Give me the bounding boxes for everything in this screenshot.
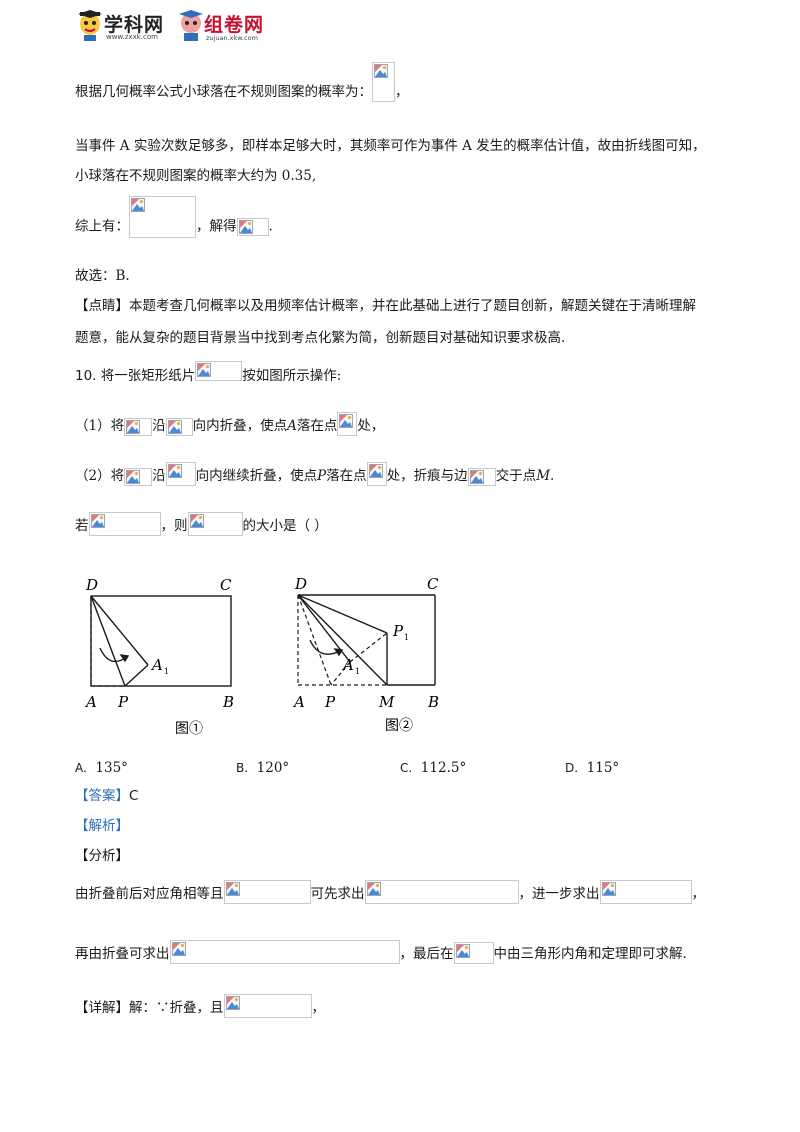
figure-1-caption: 图① [175, 721, 203, 737]
label-C: C [220, 576, 232, 594]
text-line: 若，则的大小是（ ） [75, 511, 328, 536]
text-line: 根据几何概率公式小球落在不规则图案的概率为：， [75, 61, 409, 102]
answer-label: 【答案】 [75, 788, 129, 804]
option-b[interactable]: B. 120° [236, 760, 290, 776]
figure-2-caption: 图② [385, 718, 413, 734]
text-line: 故选：B. [75, 268, 130, 284]
formula-image [453, 941, 494, 964]
formula-image [236, 218, 269, 236]
label-A1: A [150, 656, 163, 674]
figure-1: D C A P B A 1 图① [84, 576, 234, 737]
figure-2: D C A P M B A 1 P 1 图② [292, 575, 439, 734]
label-P1: P [392, 622, 404, 640]
answer-value: C [129, 788, 139, 804]
answer-line: 【答案】C [75, 786, 138, 806]
formula-image [195, 360, 243, 381]
logo1-text: 学科网 [104, 14, 165, 36]
text-line: 小球落在不规则图案的概率大约为 0.35, [75, 168, 317, 184]
formula-image [364, 879, 519, 904]
formula-image [467, 467, 496, 486]
option-a[interactable]: A. 135° [75, 760, 128, 776]
formula-image [599, 879, 692, 904]
formula-image [187, 511, 243, 536]
formula-image [124, 467, 153, 486]
text-line: 【详解】解：∵折叠，且， [75, 993, 325, 1018]
text-line: 【点睛】本题考查几何概率以及用频率估计概率，并在此基础上进行了题目创新，解题关键… [75, 298, 696, 314]
text-line: 再由折叠可求出，最后在中由三角形内角和定理即可求解. [75, 939, 687, 964]
label-B: B [427, 693, 439, 711]
formula-image [165, 461, 196, 486]
jiexi-label: 【解析】 [75, 818, 129, 834]
label-P: P [324, 693, 336, 711]
formula-image [223, 879, 311, 904]
text-line: 由折叠前后对应角相等且可先求出，进一步求出， [75, 879, 705, 904]
text-line: （1）将沿向内折叠，使点A落在点处， [75, 411, 384, 436]
formula-image [169, 939, 400, 964]
zujuan-logo: 组卷网 zujuan.xkw.com [178, 10, 273, 44]
label-M: M [378, 693, 395, 711]
text-line: （2）将沿向内继续折叠，使点P落在点处，折痕与边交于点M. [75, 461, 554, 486]
text-line: 当事件 A 实验次数足够多，即样本足够大时，其频率可作为事件 A 发生的概率估计… [75, 138, 706, 154]
formula-image [372, 61, 395, 102]
fenxi-label: 【分析】 [75, 848, 129, 864]
question-stem: 10. 将一张矩形纸片按如图所示操作: [75, 360, 341, 386]
formula-image [124, 417, 153, 436]
label-P1-sub: 1 [404, 633, 409, 642]
formula-image [223, 993, 312, 1018]
mascot-icon [179, 10, 203, 41]
label-B: B [222, 693, 234, 711]
formula-image [165, 417, 193, 436]
formula-image [366, 461, 387, 486]
label-A: A [292, 693, 305, 711]
label-D: D [85, 576, 98, 594]
label-P: P [117, 693, 129, 711]
text-line: 题意，能从复杂的题目背景当中找到考点化繁为简，创新题目对基础知识要求极高. [75, 330, 566, 346]
mascot-icon [78, 10, 102, 41]
label-A1-sub: 1 [164, 667, 169, 676]
label-A1-sub: 1 [355, 667, 360, 676]
logo1-sub: www.zxxk.com [106, 33, 158, 41]
zxxk-logo: 学科网 www.zxxk.com [76, 10, 171, 44]
option-d[interactable]: D. 115° [565, 760, 620, 776]
formula-image [129, 196, 196, 238]
option-c[interactable]: C. 112.5° [400, 760, 467, 776]
label-D: D [294, 575, 307, 593]
logo2-text: 组卷网 [204, 14, 265, 36]
formula-image [88, 511, 161, 536]
label-A: A [84, 693, 97, 711]
label-C: C [427, 575, 439, 593]
formula-image [337, 411, 358, 436]
label-A1: A [341, 656, 354, 674]
text-line: 综上有：，解得. [75, 196, 273, 238]
logo2-sub: zujuan.xkw.com [206, 34, 258, 42]
